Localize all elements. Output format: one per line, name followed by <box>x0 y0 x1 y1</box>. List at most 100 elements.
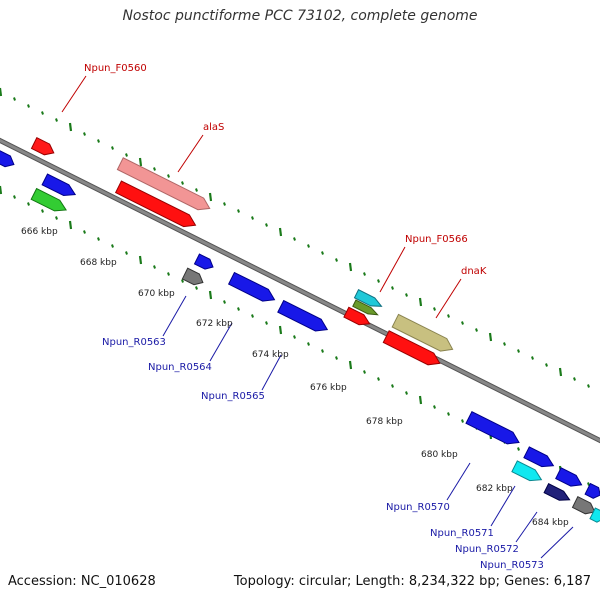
gene-arrow-npun-f0566 <box>353 289 383 307</box>
reverse-gene-label: Npun_R0564 <box>148 362 212 373</box>
gene-arrow-npun-r0564 <box>227 271 276 302</box>
tick-mark <box>461 419 464 423</box>
tick-mark <box>265 223 268 227</box>
gene-arrow-grey-1 <box>181 267 204 286</box>
tick-mark <box>153 265 156 269</box>
tick-mark <box>363 370 366 374</box>
gene-arrow-npun-r0565 <box>277 299 329 332</box>
leader-line <box>177 134 204 173</box>
tick-mark <box>251 314 254 318</box>
tick-mark <box>348 360 353 370</box>
tick-mark <box>138 157 143 167</box>
tick-mark <box>488 332 493 342</box>
tick-mark <box>27 202 30 206</box>
tick-mark <box>391 384 394 388</box>
tick-mark <box>68 220 73 230</box>
kbp-label: 680 kbp <box>421 450 458 460</box>
gene-arrow-blue-2 <box>523 446 555 468</box>
map-title: Nostoc punctiforme PCC 73102, complete g… <box>122 8 478 24</box>
tick-mark <box>223 300 226 304</box>
tick-mark <box>27 104 30 108</box>
tick-mark <box>418 395 423 405</box>
tick-mark <box>0 185 3 195</box>
tick-mark <box>433 307 436 311</box>
kbp-label: 666 kbp <box>21 227 58 237</box>
tick-mark <box>181 181 184 185</box>
gene-arrow-dnak <box>382 330 441 366</box>
tick-mark <box>138 255 143 265</box>
tick-mark <box>13 195 16 199</box>
leader-line <box>540 526 574 559</box>
tick-mark <box>447 412 450 416</box>
tick-mark <box>41 111 44 115</box>
tick-mark <box>223 202 226 206</box>
kbp-label: 684 kbp <box>532 518 569 528</box>
feature-arrows <box>0 137 600 523</box>
kbp-label: 672 kbp <box>196 319 233 329</box>
tick-mark <box>83 132 86 136</box>
tick-mark <box>307 342 310 346</box>
tick-mark <box>167 174 170 178</box>
tick-mark <box>111 146 114 150</box>
tick-mark <box>0 87 3 97</box>
gene-arrow-cyan-edge <box>589 507 600 523</box>
tick-mark <box>278 325 283 335</box>
tick-mark <box>418 297 423 307</box>
leader-line <box>490 485 516 527</box>
tick-mark <box>503 342 506 346</box>
forward-gene-label: Npun_F0560 <box>84 63 147 74</box>
leader-line <box>515 511 538 543</box>
gene-arrow-npun-r0573 <box>571 496 596 515</box>
gene-arrow-npun-r0563 <box>193 253 214 270</box>
forward-gene-label: alaS <box>203 122 224 133</box>
tick-mark <box>321 251 324 255</box>
gene-arrow-blue-3 <box>555 467 583 487</box>
tick-mark <box>41 209 44 213</box>
tick-mark <box>348 262 353 272</box>
tick-mark <box>111 244 114 248</box>
tick-mark <box>335 258 338 262</box>
kbp-label: 668 kbp <box>80 258 117 268</box>
tick-mark <box>335 356 338 360</box>
tick-mark <box>195 188 198 192</box>
kbp-label: 682 kbp <box>476 484 513 494</box>
tick-mark <box>573 377 576 381</box>
tick-mark <box>181 279 184 283</box>
tick-mark <box>237 209 240 213</box>
tick-mark <box>531 356 534 360</box>
tick-mark <box>13 97 16 101</box>
reverse-gene-label: Npun_R0570 <box>386 502 450 513</box>
tick-mark <box>587 384 590 388</box>
gene-arrow-blue-4 <box>584 482 600 499</box>
tick-mark <box>153 167 156 171</box>
tick-mark <box>321 349 324 353</box>
gene-arrow-green-small <box>352 299 379 316</box>
tick-mark <box>377 279 380 283</box>
leader-line <box>209 322 233 362</box>
tick-mark <box>208 290 213 300</box>
tick-mark <box>475 328 478 332</box>
tick-mark <box>125 251 128 255</box>
tick-mark <box>208 192 213 202</box>
gene-arrow-alas <box>114 180 197 228</box>
gene-arrow-npun-r0571 <box>511 460 543 482</box>
tick-mark <box>195 286 198 290</box>
tick-mark <box>405 293 408 297</box>
tick-mark <box>97 139 100 143</box>
reverse-gene-label: Npun_R0565 <box>201 391 265 402</box>
tick-mark <box>558 367 563 377</box>
feature-labels: Npun_F0560alaSNpun_F0566dnaKNpun_R0563Np… <box>84 63 544 571</box>
tick-mark <box>545 363 548 367</box>
tick-mark <box>391 286 394 290</box>
tick-mark <box>125 153 128 157</box>
tick-mark <box>251 216 254 220</box>
kbp-label: 670 kbp <box>138 289 175 299</box>
gene-arrow-npun-f0560 <box>30 137 55 156</box>
leader-line <box>446 462 471 501</box>
leader-line <box>162 295 187 337</box>
label-leader-lines <box>61 75 574 559</box>
tick-mark <box>307 244 310 248</box>
leader-line <box>379 246 406 293</box>
